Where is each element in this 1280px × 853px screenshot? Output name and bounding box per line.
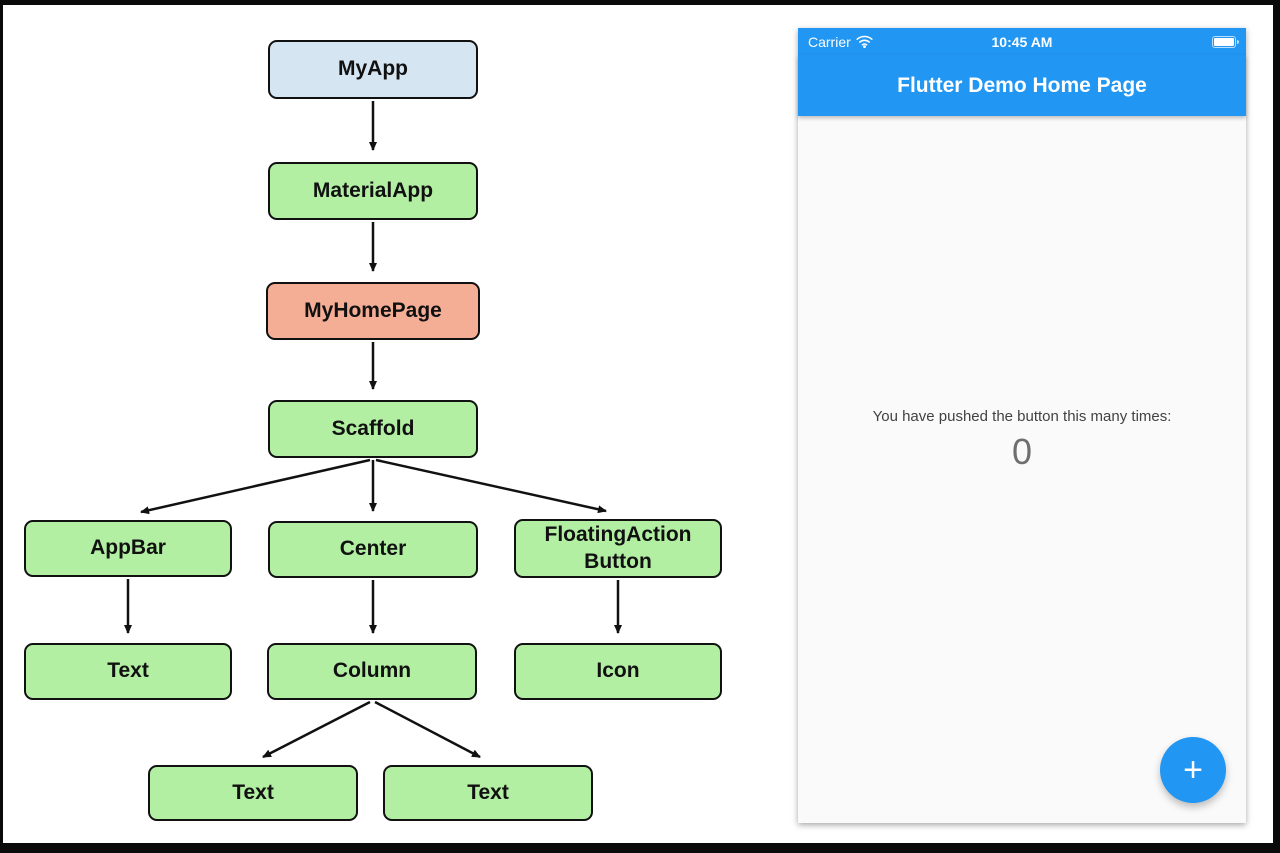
counter-section: You have pushed the button this many tim… — [798, 408, 1246, 473]
status-bar: Carrier 10:45 AM — [798, 28, 1246, 55]
counter-message: You have pushed the button this many tim… — [872, 408, 1172, 425]
node-center: Center — [268, 521, 478, 578]
widget-tree-diagram: MyApp MaterialApp MyHomePage Scaffold Ap… — [24, 40, 722, 821]
frame-border-top — [0, 0, 1280, 5]
node-text-right: Text — [383, 765, 593, 821]
frame-border-left — [0, 0, 3, 853]
app-bar: Flutter Demo Home Page — [798, 55, 1246, 116]
app-bar-title: Flutter Demo Home Page — [897, 73, 1147, 97]
plus-icon: + — [1183, 751, 1203, 789]
node-column: Column — [267, 643, 477, 700]
frame-border-right — [1273, 0, 1280, 853]
frame-border-bottom — [0, 843, 1280, 853]
node-text-appbar: Text — [24, 643, 232, 700]
fab-increment-button[interactable]: + — [1160, 737, 1226, 803]
node-floatingactionbutton: FloatingAction Button — [514, 519, 722, 578]
node-scaffold: Scaffold — [268, 400, 478, 458]
diagram-arrows — [124, 101, 622, 759]
counter-value: 0 — [1011, 431, 1033, 472]
node-materialapp: MaterialApp — [268, 162, 478, 220]
phone-screenshot: Carrier 10:45 AM Flutter Demo Home Page — [798, 28, 1246, 823]
node-myapp: MyApp — [268, 40, 478, 99]
node-appbar: AppBar — [24, 520, 232, 577]
node-icon: Icon — [514, 643, 722, 700]
battery-icon — [1212, 35, 1239, 48]
node-text-left: Text — [148, 765, 358, 821]
wifi-icon — [856, 35, 873, 48]
node-myhomepage: MyHomePage — [266, 282, 480, 340]
status-time: 10:45 AM — [991, 33, 1053, 50]
carrier-label: Carrier — [808, 33, 851, 50]
